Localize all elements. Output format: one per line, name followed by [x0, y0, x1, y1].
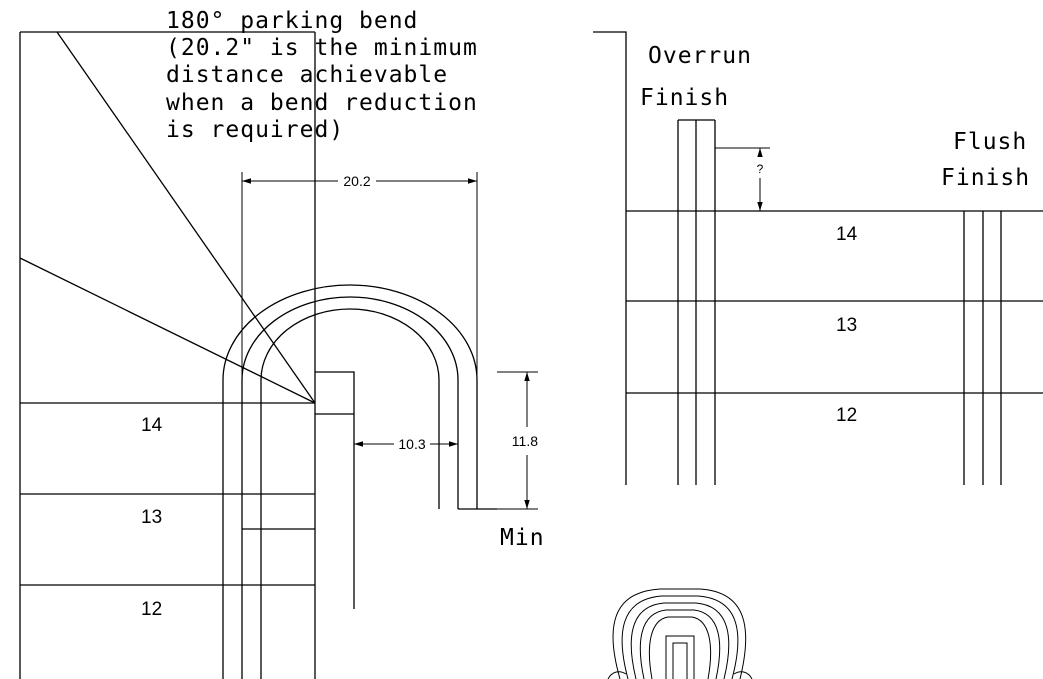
- right-rail-lines: [626, 210, 1043, 394]
- dim-height-extension: [497, 371, 538, 510]
- left-rail-lines: [20, 402, 315, 586]
- left-rail-label-13: 13: [141, 507, 162, 528]
- right-frame: [593, 31, 627, 485]
- right-rail-label-13: 13: [836, 315, 857, 336]
- diagonal-line-upper: [56, 31, 316, 404]
- overrun-pipes: [677, 119, 716, 485]
- flush-label-line-2: Finish: [941, 165, 1030, 191]
- dim-width-label: 20.2: [343, 173, 370, 189]
- u-bend-outer: [222, 284, 478, 679]
- right-finish-view: ? Overrun Finish Flush Finish 14 13 12: [593, 31, 1043, 485]
- left-rail-label-14: 14: [141, 415, 163, 436]
- note-line-3: distance achievable: [166, 62, 448, 88]
- diagonal-line-lower: [19, 257, 316, 404]
- u-bend-inner: [260, 308, 440, 679]
- overrun-label-line-2: Finish: [640, 85, 729, 111]
- dim-gap-label: 10.3: [398, 436, 425, 452]
- dim-height-label: 11.8: [512, 433, 538, 449]
- flush-pipes: [963, 211, 1002, 485]
- note-line-4: when a bend reduction: [166, 90, 478, 116]
- pipe-end-ring-4: [639, 609, 721, 679]
- pipe-end-ring-5: [648, 616, 712, 679]
- bend-stub-box: [242, 371, 355, 609]
- overrun-label-line-1: Overrun: [648, 43, 752, 69]
- note-line-5: is required): [166, 117, 344, 143]
- min-label: Min: [500, 525, 545, 551]
- left-frame: [19, 31, 316, 679]
- dim-width-extension: [241, 172, 478, 380]
- right-rail-label-14: 14: [836, 224, 858, 245]
- overrun-dim-label: ?: [757, 162, 764, 176]
- pipe-end-shell: [612, 588, 747, 679]
- pipe-end-ring-2: [621, 595, 739, 679]
- left-rail-label-12: 12: [141, 599, 162, 620]
- flush-label-line-1: Flush: [953, 129, 1027, 155]
- pipe-end-ring-3: [630, 602, 730, 679]
- note-line-2: (20.2" is the minimum: [166, 35, 478, 61]
- left-bend-view: 20.2 10.3 11.8 Min 14 13 12 180° parking…: [19, 8, 545, 679]
- note-line-1: 180° parking bend: [166, 8, 418, 34]
- pipe-end-core: [665, 635, 695, 679]
- u-bend-middle: [241, 296, 459, 679]
- right-rail-label-12: 12: [836, 405, 857, 426]
- pipe-end-flange: [607, 671, 753, 679]
- pipe-end-detail: [607, 588, 753, 679]
